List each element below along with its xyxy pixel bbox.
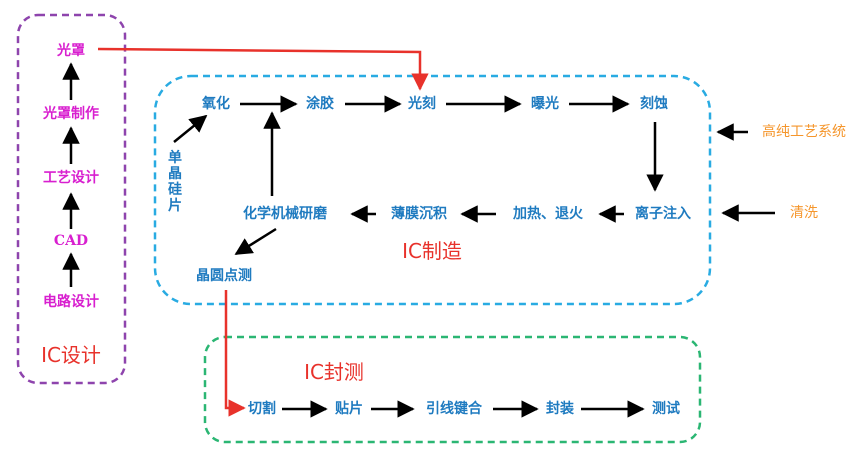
ic-test-box <box>203 335 702 444</box>
step-ion-implant: 离子注入 <box>635 206 691 222</box>
step-exposure: 曝光 <box>531 96 559 112</box>
step-process-design: 工艺设计 <box>43 170 99 186</box>
arrow-wafer-to-oxidation <box>173 114 208 143</box>
step-wafer-probe: 晶圆点测 <box>196 268 252 284</box>
ic-test-title: IC封测 <box>304 360 364 384</box>
step-silicon-wafer: 单晶硅片 <box>168 150 182 214</box>
step-packaging: 封装 <box>546 401 574 417</box>
step-anneal: 加热、退火 <box>513 206 583 222</box>
ic-design-title: IC设计 <box>41 343 101 367</box>
step-etching: 刻蚀 <box>640 96 668 112</box>
step-lithography: 光刻 <box>408 96 436 112</box>
input-cleaning: 清洗 <box>790 205 818 221</box>
step-mask: 光罩 <box>57 43 85 59</box>
ic-fab-box <box>153 74 712 306</box>
step-circuit-design: 电路设计 <box>43 294 99 310</box>
step-deposition: 薄膜沉积 <box>391 206 447 222</box>
arrow-cmp-to-probe <box>234 227 277 256</box>
step-mask-making: 光罩制作 <box>43 106 99 122</box>
step-oxidation: 氧化 <box>202 96 230 112</box>
input-purity-system: 高纯工艺系统 <box>762 124 846 140</box>
step-wire-bonding: 引线键合 <box>426 401 482 417</box>
step-cmp: 化学机械研磨 <box>243 206 327 222</box>
step-dicing: 切割 <box>248 401 276 417</box>
step-coating: 涂胶 <box>306 96 334 112</box>
step-die-attach: 贴片 <box>335 401 363 417</box>
step-cad: CAD <box>53 233 89 249</box>
ic-fab-title: IC制造 <box>402 239 462 263</box>
step-testing: 测试 <box>652 401 680 417</box>
arrow-probe-to-dicing <box>224 290 246 417</box>
arrow-mask-to-lithography <box>97 47 429 91</box>
